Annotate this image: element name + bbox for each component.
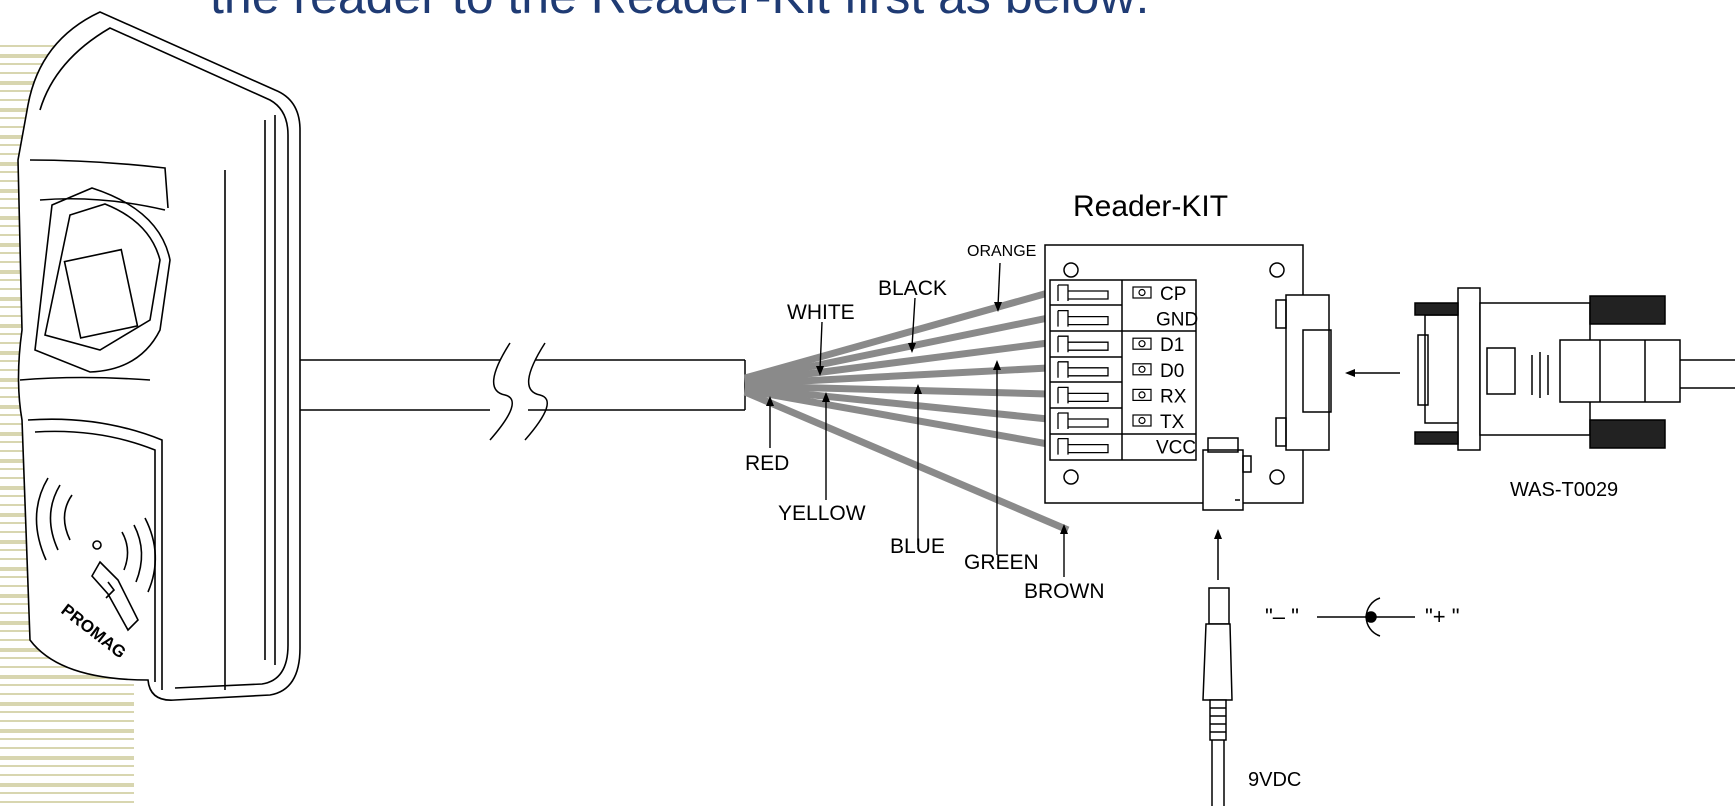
terminal-pin-d0 [1057, 361, 1109, 378]
terminal-pin-tx [1057, 412, 1109, 429]
power-plug [1202, 529, 1233, 806]
terminal-pin-cp [1057, 284, 1109, 301]
jumper-hole-icon-tx [1138, 416, 1146, 425]
wire-brown [743, 388, 1070, 534]
terminal-label-rx: RX [1160, 386, 1187, 407]
wire-label-yellow: YELLOW [778, 502, 866, 525]
power-voltage-label: 9VDC [1248, 769, 1301, 791]
terminal-pin-d1 [1057, 335, 1109, 353]
wire-label-white: WHITE [787, 301, 855, 324]
jumper-icon-rx [1132, 388, 1152, 401]
jumper-hole-icon-d0 [1138, 365, 1146, 373]
polarity-plus-label: "+ " [1425, 604, 1460, 629]
terminal-label-gnd: GND [1156, 310, 1198, 331]
polarity-symbol [1317, 597, 1415, 637]
serial-cable-connector [1345, 287, 1735, 451]
terminal-label-cp: CP [1160, 284, 1186, 305]
page-title: the reader to the Reader-Kit first as be… [210, 0, 1149, 26]
cable-model: WAS-T0029 [1510, 479, 1618, 501]
wire-label-red: RED [745, 452, 789, 475]
wire-labels [766, 262, 1068, 577]
jumper-icon-d0 [1132, 363, 1152, 376]
terminal-label-tx: TX [1160, 412, 1185, 433]
wire-white [744, 339, 1049, 386]
terminal-pin-vcc [1057, 437, 1109, 455]
wire-bundle [743, 289, 1070, 534]
reader-cable [300, 342, 746, 441]
terminal-label-d1: D1 [1160, 335, 1184, 356]
jumper-hole-icon-cp [1138, 288, 1146, 297]
jumper-icon-tx [1132, 414, 1152, 427]
wire-label-green: GREEN [964, 551, 1039, 574]
jumper-hole-icon-d1 [1138, 340, 1146, 348]
rfid-reader-device [17, 11, 301, 701]
jumper-icon-cp [1132, 286, 1152, 299]
kit-title: Reader-KIT [1073, 190, 1228, 223]
jumper-icon-d1 [1132, 337, 1152, 350]
terminal-pin-gnd [1057, 309, 1109, 327]
jumper-hole-icon-rx [1138, 391, 1146, 399]
wire-label-brown: BROWN [1024, 580, 1105, 603]
terminal-pin-rx [1057, 386, 1109, 404]
wire-black [744, 314, 1049, 384]
wire-label-blue: BLUE [890, 535, 945, 558]
wire-label-orange: ORANGE [967, 243, 1036, 260]
terminal-label-d0: D0 [1160, 361, 1184, 382]
polarity-minus-label: "– " [1265, 604, 1299, 629]
terminal-label-vcc: VCC [1156, 438, 1196, 459]
wire-label-black: BLACK [878, 277, 947, 300]
reader-kit-board [1044, 244, 1332, 511]
